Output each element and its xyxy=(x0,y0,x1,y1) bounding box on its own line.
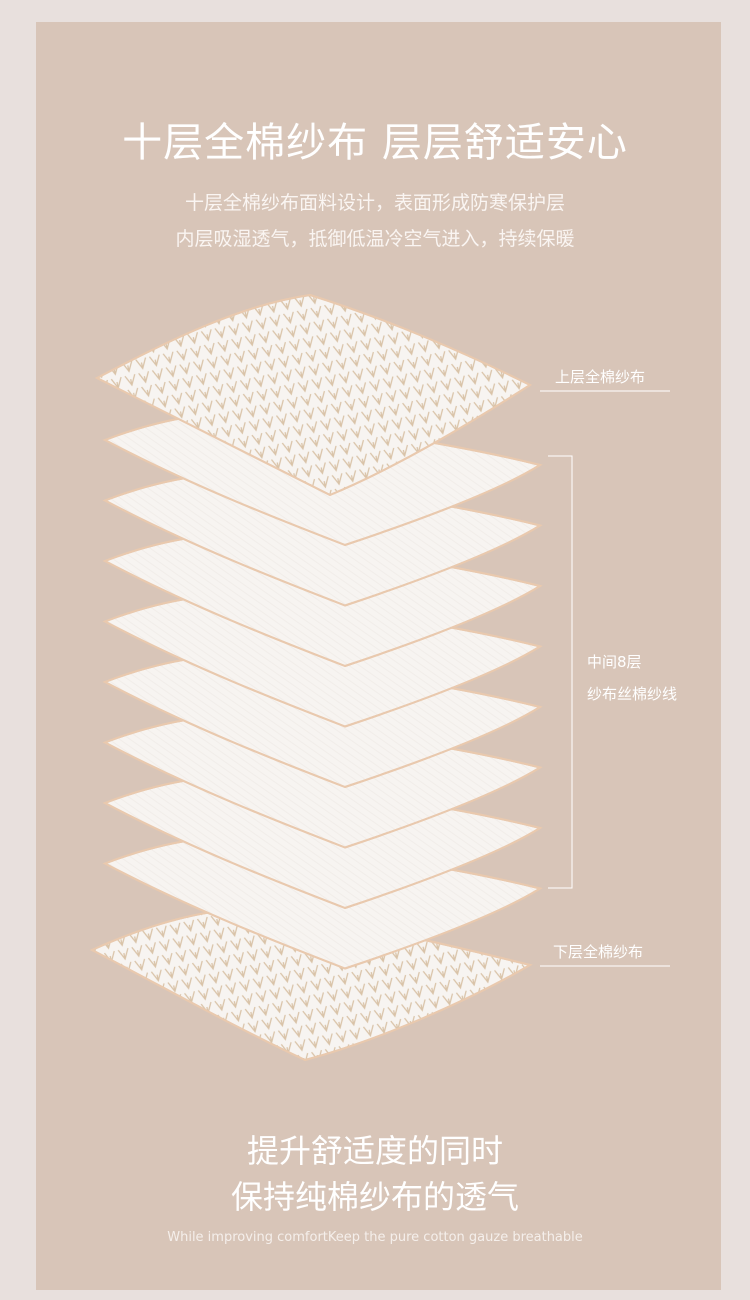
middle-bracket xyxy=(548,455,573,889)
footer-headline-2: 保持纯棉纱布的透气 xyxy=(230,1178,519,1216)
page-title: 十层全棉纱布 层层舒适安心 xyxy=(122,120,628,166)
footer-english: While improving comfortKeep the pure cot… xyxy=(167,1230,583,1245)
footer-headline-1: 提升舒适度的同时 xyxy=(246,1132,503,1170)
subtitle-line-1: 十层全棉纱布面料设计，表面形成防寒保护层 xyxy=(184,192,565,214)
top-layer-label: 上层全棉纱布 xyxy=(555,368,646,386)
bottom-layer-label: 下层全棉纱布 xyxy=(553,943,644,961)
middle-layers-label-1: 中间8层 xyxy=(587,653,642,671)
top-layer-texture xyxy=(94,293,533,497)
subtitle-line-2: 内层吸湿透气，抵御低温冷空气进入，持续保暖 xyxy=(175,228,575,250)
middle-layers-label-2: 纱布丝棉纱线 xyxy=(587,685,678,703)
